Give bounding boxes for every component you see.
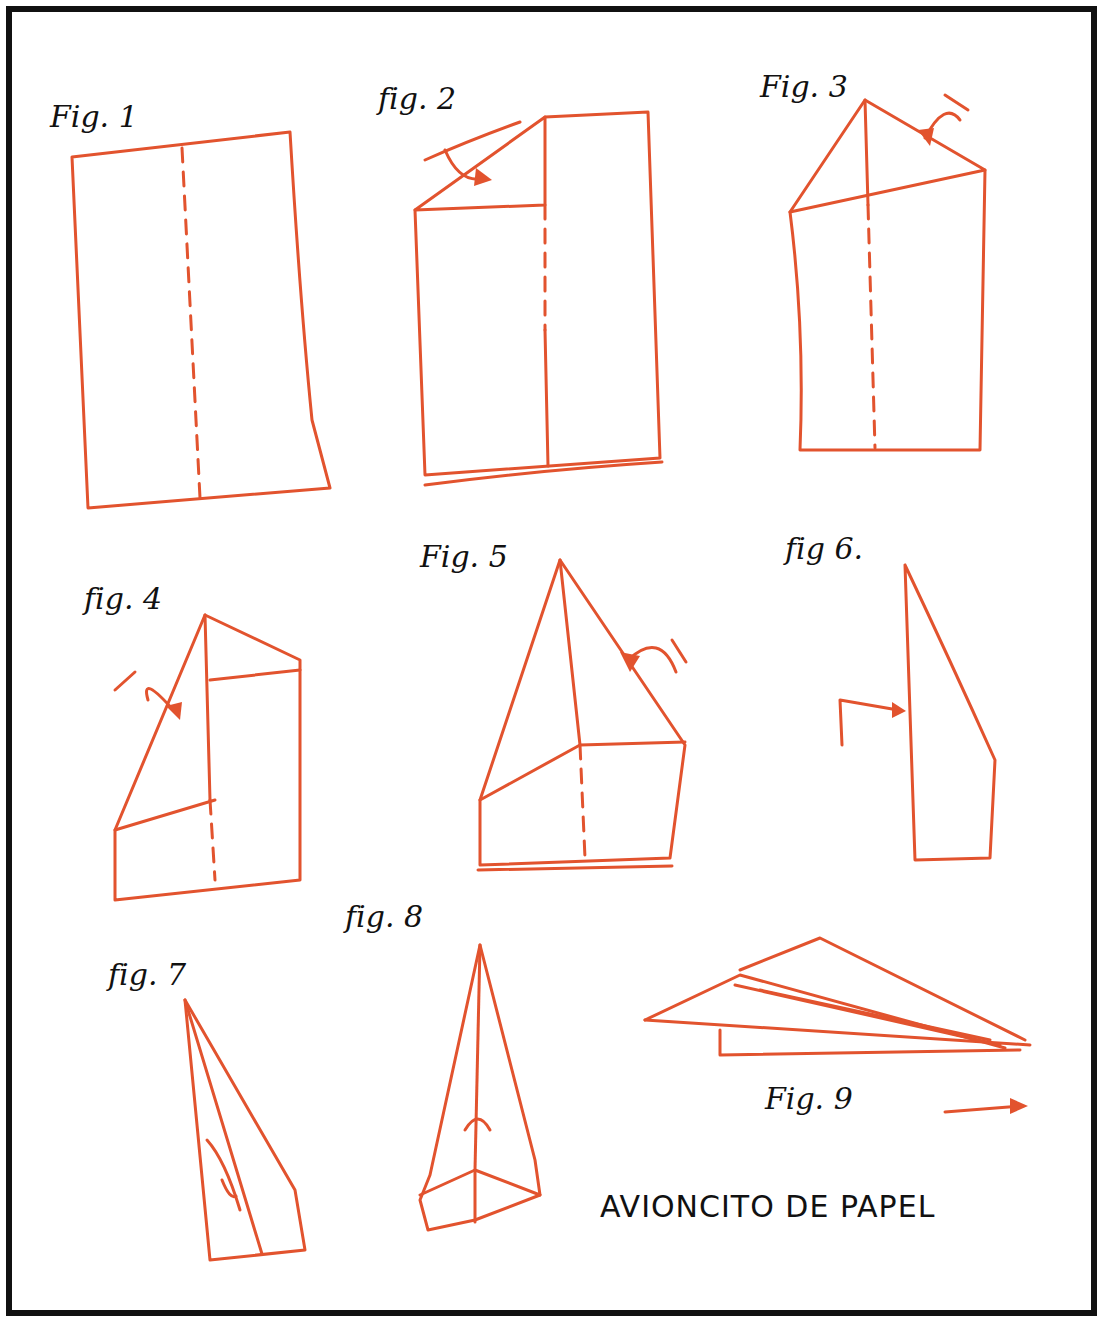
caption: AVIONCITO DE PAPEL — [600, 1190, 935, 1223]
sheet-step-7 — [185, 1000, 305, 1260]
figure-label: fig. 4 — [84, 582, 162, 615]
sheet-step-3 — [790, 95, 985, 450]
sheet-step-8 — [420, 945, 540, 1230]
figure-label: fig. 2 — [378, 82, 456, 115]
sheet-step-2 — [415, 112, 662, 485]
figure-label: fig 6. — [785, 532, 863, 565]
figure-label: Fig. 9 — [765, 1082, 853, 1115]
paper-airplane — [645, 938, 1030, 1114]
figure-label: Fig. 5 — [420, 540, 508, 573]
sheet-step-6 — [840, 565, 995, 860]
figure-label: Fig. 3 — [760, 70, 848, 103]
figure-label: Fig. 1 — [50, 100, 138, 133]
sheet-step-4 — [115, 615, 300, 900]
sheet-step-1 — [72, 132, 330, 508]
figure-label: fig. 8 — [345, 900, 423, 933]
figure-label: fig. 7 — [108, 958, 186, 991]
sheet-step-5 — [478, 560, 686, 870]
frame — [9, 9, 1094, 1313]
